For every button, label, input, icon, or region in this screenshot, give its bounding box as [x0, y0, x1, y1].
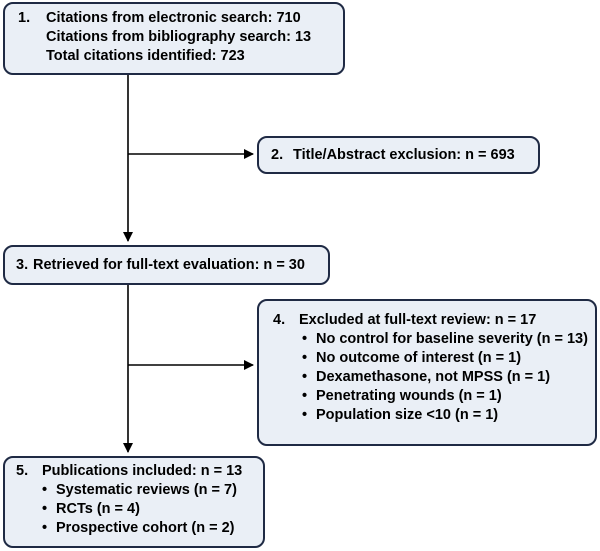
- box1-number: 1.: [18, 10, 31, 26]
- list-item: •Dexamethasone, not MPSS (n = 1): [302, 369, 551, 385]
- box1-line-3: Total citations identified: 723: [18, 47, 343, 66]
- box1-line-1: 1. Citations from electronic search: 710: [18, 9, 343, 28]
- box3-number: 3.: [16, 257, 29, 273]
- box1-total-citations: Total citations identified: 723: [46, 48, 245, 64]
- box-title-abstract-exclusion: 2. Title/Abstract exclusion: n = 693: [257, 136, 540, 174]
- box4-title: Excluded at full-text review: n = 17: [299, 312, 537, 328]
- list-item: •Penetrating wounds (n = 1): [302, 388, 502, 404]
- box4-exclusion-list: •No control for baseline severity (n = 1…: [273, 330, 595, 425]
- box5-title: Publications included: n = 13: [42, 463, 243, 479]
- box1-line-2: Citations from bibliography search: 13: [18, 28, 343, 47]
- box5-included-list: •Systematic reviews (n = 7) •RCTs (n = 4…: [16, 481, 263, 538]
- list-item: •No outcome of interest (n = 1): [302, 350, 522, 366]
- box2-text: Title/Abstract exclusion: n = 693: [293, 147, 515, 163]
- box4-title-line: 4. Excluded at full-text review: n = 17: [273, 311, 595, 330]
- list-item: •Population size <10 (n = 1): [302, 407, 499, 423]
- box5-number: 5.: [16, 463, 29, 479]
- box-citations-identified: 1.Citations from electronic search: 710 …: [3, 2, 345, 75]
- box2-number: 2.: [271, 147, 284, 163]
- box5-title-line: 5. Publications included: n = 13: [16, 462, 263, 481]
- box-excluded-full-text: 4. Excluded at full-text review: n = 17 •…: [257, 299, 597, 446]
- box4-number: 4.: [273, 312, 286, 328]
- list-item: •RCTs (n = 4): [42, 501, 140, 517]
- box1-electronic-search: Citations from electronic search: 710: [46, 10, 301, 26]
- list-item: •No control for baseline severity (n = 1…: [302, 331, 588, 347]
- box1-bibliography-search: Citations from bibliography search: 13: [46, 29, 312, 45]
- list-item: •Systematic reviews (n = 7): [42, 482, 237, 498]
- box-retrieved-full-text: 3.Retrieved for full-text evaluation: n …: [3, 245, 330, 285]
- list-item: •Prospective cohort (n = 2): [42, 520, 235, 536]
- box-publications-included: 5. Publications included: n = 13 •Systema…: [3, 456, 265, 548]
- box3-text: Retrieved for full-text evaluation: n = …: [33, 257, 305, 273]
